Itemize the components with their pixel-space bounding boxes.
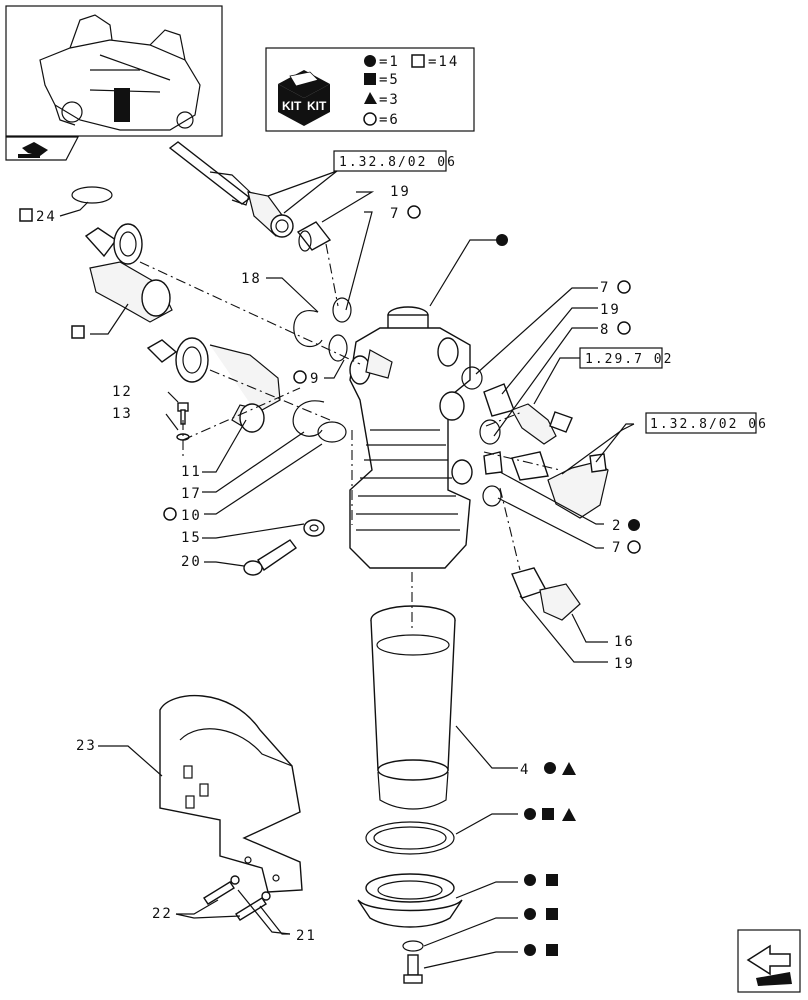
filled-triangle-icon [364,92,377,104]
callout-11: 11 [181,464,202,480]
filled-square-icon [364,73,376,85]
callout-7-right: 7 [600,280,610,296]
open-circle-icon [407,205,421,219]
callout-22: 22 [152,906,173,922]
reference-box-3[interactable]: 1.32.8/02 06 [645,412,768,434]
arrow-left-icon [746,944,791,976]
ring-parts-left [292,297,352,443]
open-square-icon [411,54,425,68]
filled-circle-icon [364,55,376,67]
callout-23: 23 [76,738,97,754]
tractor-thumbnail [5,5,223,137]
open-square-icon [71,325,85,339]
kit-box-icon: KIT KIT [278,70,330,126]
callout-13: 13 [112,406,133,422]
callout-19-right: 19 [600,302,621,318]
filled-triangle-icon [562,808,576,821]
drain-plug [402,940,424,984]
filled-circle-icon [524,908,536,920]
legend-entry-open-circle: =6 [379,112,400,128]
legend-entry-filled-square: =5 [379,72,400,88]
filled-circle-icon [524,944,536,956]
filter-housing [349,306,473,569]
right-side-parts [461,366,609,621]
reference-box-1[interactable]: 1.32.8/02 06 [333,150,457,172]
elbow-24-part [71,186,173,323]
bracket-23 [159,694,303,893]
next-page-nav-box[interactable] [737,929,801,993]
open-circle-icon [293,370,307,384]
kit-legend: KIT KIT =1 =14 =5 =3 =6 [265,47,475,132]
callout-8: 8 [600,322,610,338]
seal-ring [365,821,455,855]
callout-10: 10 [181,508,202,524]
reference-text-3: 1.32.8/02 06 [650,417,768,432]
nav-arrow-box[interactable] [5,136,79,161]
reference-text-1: 1.32.8/02 06 [339,155,457,170]
callout-labels: 24 19 7 18 9 12 13 11 17 10 15 20 7 19 8… [19,184,641,956]
open-circle-icon [627,540,641,554]
arrow-icon [22,142,48,156]
filled-circle-icon [524,874,536,886]
callout-9: 9 [310,371,320,387]
filled-triangle-icon [562,762,576,775]
callout-20: 20 [181,554,202,570]
bowl-cap [357,873,463,928]
reference-box-2[interactable]: 1.29.7 02 [579,347,673,369]
open-circle-icon [617,321,631,335]
callout-19-top: 19 [390,184,411,200]
callout-18: 18 [241,271,262,287]
callout-24: 24 [36,209,57,225]
legend-entry-filled-triangle: =3 [379,92,400,108]
legend-entry-filled-circle: =1 [379,54,400,70]
open-square-icon [19,208,33,222]
filled-circle-icon [496,234,508,246]
highlight-marker [114,88,130,122]
callout-2: 2 [612,518,622,534]
filled-square-icon [542,808,554,820]
callout-15: 15 [181,530,202,546]
open-circle-icon [617,280,631,294]
bolt-20 [243,519,325,576]
callout-4: 4 [520,762,530,778]
open-circle-icon [163,507,177,521]
sleeve-19-top [296,221,332,252]
leader-lines [59,191,635,969]
callout-7-lower: 7 [612,540,622,556]
filled-circle-icon [628,519,640,531]
filter-element-4 [370,605,456,810]
filled-circle-icon [544,762,556,774]
callout-21: 21 [296,928,317,944]
callout-7-top: 7 [390,206,400,222]
bolts-21-22 [203,875,271,921]
callout-12: 12 [112,384,133,400]
callout-17: 17 [181,486,202,502]
filled-square-icon [546,874,558,886]
filled-square-icon [546,944,558,956]
reference-text-2: 1.29.7 02 [585,352,673,367]
kit-label-right: KIT [307,99,327,113]
kit-label-left: KIT [282,99,302,113]
callout-19-lower: 19 [614,656,635,672]
callout-16: 16 [614,634,635,650]
elbow-11-part [146,337,281,433]
legend-entry-open-square: =14 [428,54,459,70]
filled-square-icon [546,908,558,920]
filled-circle-icon [524,808,536,820]
open-circle-icon [363,112,377,126]
assembly-centerlines [139,243,561,630]
upper-hose-part [168,141,338,238]
